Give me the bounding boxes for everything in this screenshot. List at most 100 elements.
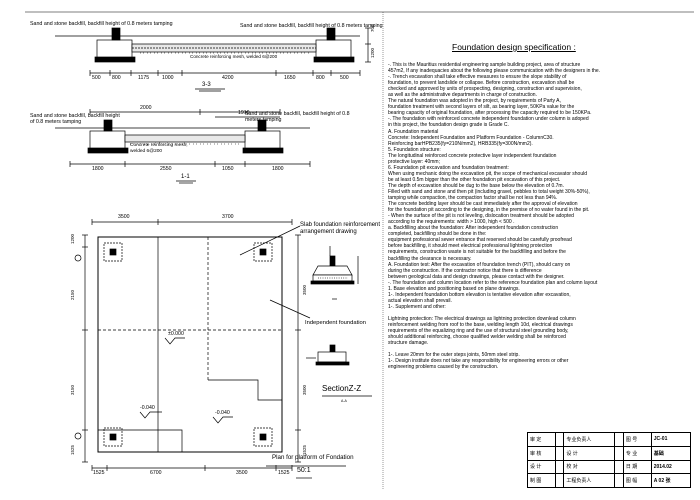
plan-dim-right: 3500 [302, 384, 307, 395]
spec-line: bearing capacity of original foundation,… [388, 110, 592, 117]
section-zz-sub: A-A [341, 399, 347, 403]
title-block-cell: 专业负责人 [563, 432, 616, 447]
spec-line: -. Trench excavation shall take effectiv… [388, 74, 567, 81]
spec-line: The natural foundation was adopted in th… [388, 98, 561, 105]
section-top-dim: 1650 [284, 75, 296, 81]
plan-level-main: ±0.000 [168, 331, 184, 337]
spec-line: as well as the administrative department… [388, 92, 537, 99]
spec-line: Lightning protection: The electrical dra… [388, 315, 576, 322]
spec-line: Reinforcing barHPB235(fy=210N/mm2), HRB3… [388, 140, 533, 147]
section-1-1 [55, 109, 311, 184]
spec-line: 5. Foundation structure: [388, 146, 441, 153]
spec-title: Foundation design specification : [452, 42, 576, 52]
spec-line: in this project, the foundation design g… [388, 122, 509, 129]
spec-line: tamping while compaction, the compaction… [388, 195, 558, 202]
foundation-plan [74, 219, 311, 471]
section-mid-dim-top: 1910 [238, 110, 250, 116]
section-top-dim: 1175 [138, 75, 150, 81]
independent-foundation-label: Independent foundation [305, 320, 366, 326]
section-mid-dim-top: 2000 [140, 105, 152, 111]
spec-line: foundation, to prevent landslide or coll… [388, 80, 575, 87]
spec-line: Concrete: Independent Foundation and Pla… [388, 134, 554, 141]
plan-dim-left: 1525 [70, 444, 75, 455]
spec-line: reinforcement welding from roof to the b… [388, 322, 573, 329]
independent-foundation-detail [306, 246, 359, 366]
plan-dim-top: 3500 [118, 214, 130, 220]
title-block-cell [554, 459, 565, 475]
spec-line: 1-. Independent foundation bottom elevat… [388, 291, 571, 298]
title-block-cell: 审 定 [527, 432, 556, 447]
plan-title: Plan for platform of Fondation [272, 454, 354, 461]
plan-dim-left: 2150 [70, 289, 75, 300]
section-mid-dim-bottom: 2550 [160, 166, 172, 172]
title-block-cell: 图 幅 [622, 473, 652, 488]
slab-reinforcement-label: Slab foundation reinforcement arrangemen… [300, 222, 381, 235]
title-block-cell: 设 计 [563, 445, 616, 461]
section-top-side-dim: 700 [370, 24, 375, 32]
spec-line: 1. Base elevation and positioning based … [388, 285, 520, 292]
spec-line: between geological data and design drawi… [388, 273, 565, 280]
title-block-cell [614, 473, 624, 488]
spec-line: -. This is the Mauritius residential eng… [388, 62, 581, 68]
spec-line: should additional reinforcing, choose qu… [388, 334, 566, 341]
section-mid-label-right: Sand and stone backfill, backfill height… [245, 111, 350, 124]
title-block-cell: 工程负责人 [563, 473, 616, 488]
plan-dim-left: 1200 [70, 233, 75, 244]
title-block-cell: 设 计 [527, 459, 556, 475]
spec-line: 1-. Supplement and other: [388, 303, 446, 310]
spec-line: during the construction. If the contract… [388, 267, 542, 274]
title-block-cell: 2014.02 [650, 459, 692, 475]
section-mid-mesh-label: Concrete reinforcing mesh, welded 6@200 [130, 143, 188, 155]
spec-line: requirements of the equalizing ring and … [388, 328, 569, 335]
spec-line: completed, backfilling should be done in… [388, 231, 487, 238]
section-mid-title: 1-1 [181, 174, 190, 180]
title-block-cell: JC-01 [650, 432, 692, 447]
title-block-cell [614, 432, 624, 447]
section-mid-dim-bottom: 1800 [272, 166, 284, 172]
title-block-cell: A 02 张 [650, 473, 692, 488]
plan-dim-top: 3700 [222, 214, 234, 220]
spec-line: for the foundation pit according to the … [388, 207, 590, 214]
plan-dim-bottom: 1525 [278, 470, 290, 476]
spec-line: The longitudinal reinforced concrete pro… [388, 152, 557, 159]
title-block-row: 审 核设 计专 业基础 [527, 445, 692, 461]
spec-line: before backfilling, it should meet elect… [388, 243, 553, 250]
section-top-side-dim: 1200 [370, 47, 375, 58]
plan-level-low: -0.040 [215, 410, 230, 416]
plan-level-low: -0.040 [140, 405, 155, 411]
section-top-dim: 500 [340, 75, 349, 81]
plan-dim-left: 3150 [70, 384, 75, 395]
spec-line: 1-. Design institute does not take any r… [388, 358, 569, 365]
spec-body: -. This is the Mauritius residential eng… [388, 62, 693, 370]
section-top-label-left: Sand and stone backfill, backfill height… [30, 21, 173, 27]
spec-line: A. Foundation material [388, 128, 439, 135]
plan-dim-bottom: 1525 [93, 470, 105, 476]
section-mid-dim-bottom: 1050 [222, 166, 234, 172]
plan-scale: 50:1 [297, 467, 311, 474]
title-block-cell: 制 图 [527, 473, 556, 488]
section-top-dim: 500 [92, 75, 101, 81]
spec-line: a. Backfilling about the foundation: Aft… [388, 225, 559, 232]
spec-line: foundation treatment with second layers … [388, 104, 575, 111]
section-top-title: 3-3 [202, 82, 211, 88]
title-block-cell [554, 473, 565, 488]
title-block-cell: 专 业 [622, 445, 652, 461]
spec-line: Filled with sand and stone and then pit … [388, 188, 590, 195]
spec-line: checked and approved by units of prospec… [388, 86, 582, 93]
spec-line: according to the requirements: width > 1… [388, 219, 515, 226]
title-block-cell [614, 459, 624, 475]
plan-dim-bottom: 3500 [236, 470, 248, 476]
title-block-cell: 日 期 [622, 459, 652, 475]
title-block-cell: 图 号 [622, 432, 652, 447]
spec-line: requirements, construction waste is not … [388, 249, 566, 256]
spec-line: The depth of excavation should be dug to… [388, 182, 564, 189]
section-top-dim: 4200 [222, 75, 234, 81]
section-top-label-right: Sand and stone backfill, backfill height… [240, 23, 383, 29]
spec-line: 6. Foundation pit excavation and foundat… [388, 164, 509, 171]
section-mid-label-left: Sand and stone backfill, backfill height… [30, 113, 120, 126]
title-block-cell: 基础 [650, 445, 692, 461]
